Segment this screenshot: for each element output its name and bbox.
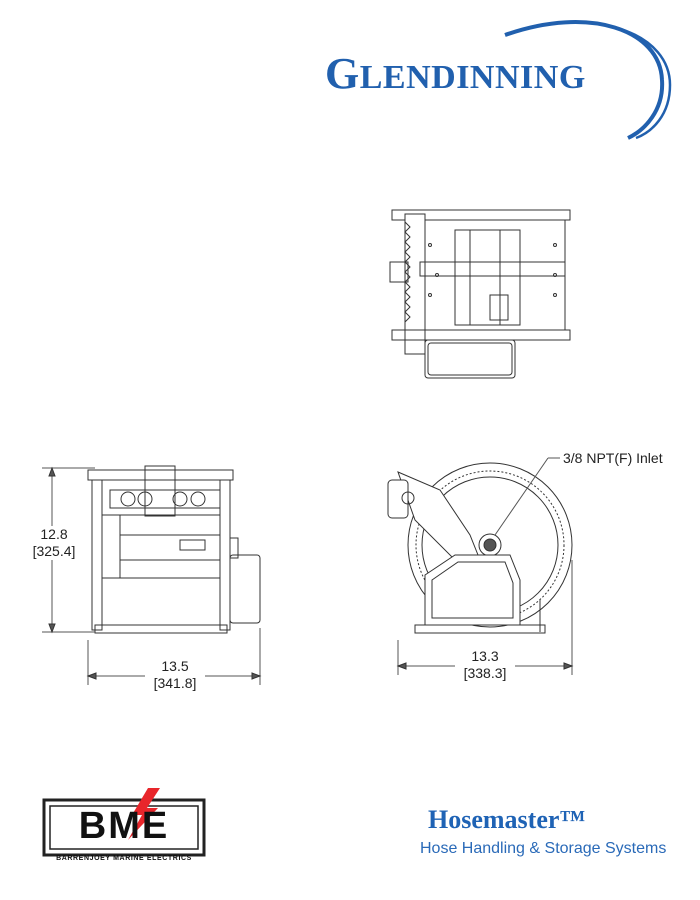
logo-rest: LENDINNING [359, 59, 586, 96]
side-width-dimension: 13.3 [338.3] [450, 648, 520, 682]
side-width-mm: [338.3] [463, 665, 507, 681]
side-width-inches: 13.3 [471, 648, 499, 664]
top-view-drawing [389, 209, 571, 379]
lightning-bolt-icon [128, 788, 160, 840]
front-width-mm: [341.8] [153, 675, 197, 691]
logo-initial: G [325, 49, 360, 98]
front-width-dimension: 13.5 [341.8] [140, 658, 210, 692]
height-inches: 12.8 [40, 526, 68, 542]
product-title: Hosemaster™ [428, 805, 586, 834]
glendinning-logo-text: GLENDINNING [325, 48, 586, 99]
front-view-drawing [42, 465, 262, 685]
inlet-label: 3/8 NPT(F) Inlet [563, 450, 663, 466]
height-dimension: 12.8 [325.4] [22, 526, 86, 560]
side-view-drawing [387, 457, 574, 675]
bme-logo-text: BME [78, 805, 170, 847]
product-subtitle: Hose Handling & Storage Systems [420, 840, 667, 857]
bme-logo [42, 788, 206, 857]
glendinning-swoosh-icon [504, 20, 672, 140]
front-width-inches: 13.5 [161, 658, 189, 674]
bme-caption: BARRENJOEY MARINE ELECTRICS [56, 855, 192, 862]
height-mm: [325.4] [32, 543, 76, 559]
